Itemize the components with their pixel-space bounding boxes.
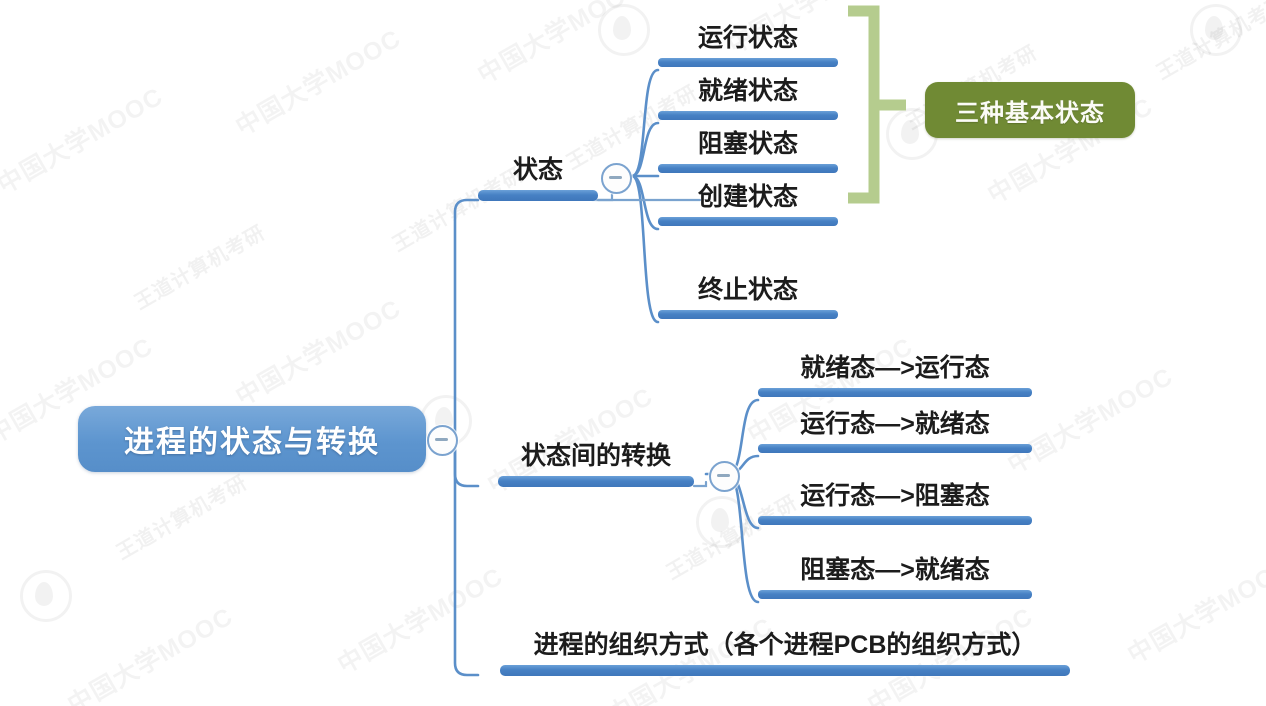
leaf-node-blocked-to-ready[interactable]: 阻塞态—>就绪态 xyxy=(758,558,1032,599)
leaf-label: 就绪态—>运行态 xyxy=(800,354,990,382)
leaf-node-running-to-ready[interactable]: 运行态—>就绪态 xyxy=(758,412,1032,453)
leaf-underline xyxy=(658,217,838,226)
root-collapse-toggle[interactable] xyxy=(427,425,458,456)
wire-trunk-transitions xyxy=(453,437,480,488)
leaf-label: 运行态—>阻塞态 xyxy=(800,482,990,510)
branch-node-organization[interactable]: 进程的组织方式（各个进程PCB的组织方式） xyxy=(500,633,1070,676)
leaf-underline xyxy=(658,164,838,173)
callout-label: 三种基本状态 xyxy=(955,99,1105,127)
wire-trunk-states xyxy=(453,198,480,441)
wire-state-ready xyxy=(630,121,660,178)
leaf-label: 阻塞状态 xyxy=(697,130,798,158)
leaf-underline xyxy=(758,590,1032,599)
leaf-label: 阻塞态—>就绪态 xyxy=(800,556,990,584)
branch-underline xyxy=(478,190,598,201)
branch-underline xyxy=(498,476,694,487)
leaf-label: 运行态—>就绪态 xyxy=(800,410,990,438)
root-node-label: 进程的状态与转换 xyxy=(124,426,380,459)
transitions-collapse-toggle[interactable] xyxy=(709,461,740,492)
branch-label-organization: 进程的组织方式（各个进程PCB的组织方式） xyxy=(533,631,1037,659)
leaf-label: 就绪状态 xyxy=(697,77,798,105)
branch-node-states[interactable]: 状态 xyxy=(478,158,598,201)
leaf-underline xyxy=(658,111,838,120)
leaf-node-created[interactable]: 创建状态 xyxy=(658,185,838,226)
leaf-node-terminated[interactable]: 终止状态 xyxy=(658,278,838,319)
leaf-underline xyxy=(658,310,838,319)
callout-three-basic-states[interactable]: 三种基本状态 xyxy=(925,82,1135,138)
leaf-label: 终止状态 xyxy=(697,276,798,304)
leaf-node-ready[interactable]: 就绪状态 xyxy=(658,79,838,120)
wire-trans-block-to-ready xyxy=(726,472,760,604)
leaf-node-running-to-blocked[interactable]: 运行态—>阻塞态 xyxy=(758,484,1032,525)
leaf-underline xyxy=(758,444,1032,453)
leaf-label: 创建状态 xyxy=(697,183,798,211)
wire-transitions-toggle-link xyxy=(692,480,708,488)
wire-state-terminated xyxy=(630,174,660,324)
leaf-node-ready-to-running[interactable]: 就绪态—>运行态 xyxy=(758,356,1032,397)
leaf-underline xyxy=(758,388,1032,397)
root-node[interactable]: 进程的状态与转换 xyxy=(78,406,426,472)
leaf-label: 运行状态 xyxy=(697,24,798,52)
leaf-underline xyxy=(758,516,1032,525)
branch-label-states: 状态 xyxy=(512,156,563,184)
branch-underline xyxy=(500,665,1070,676)
branch-label-transitions: 状态间的转换 xyxy=(520,442,671,470)
leaf-node-running[interactable]: 运行状态 xyxy=(658,26,838,67)
states-collapse-toggle[interactable] xyxy=(601,163,632,194)
leaf-underline xyxy=(658,58,838,67)
grouping-bracket xyxy=(848,5,906,204)
wire-trunk-organization xyxy=(453,437,480,677)
leaf-node-blocked[interactable]: 阻塞状态 xyxy=(658,132,838,173)
branch-node-transitions[interactable]: 状态间的转换 xyxy=(498,444,694,487)
wire-state-created xyxy=(630,174,660,231)
